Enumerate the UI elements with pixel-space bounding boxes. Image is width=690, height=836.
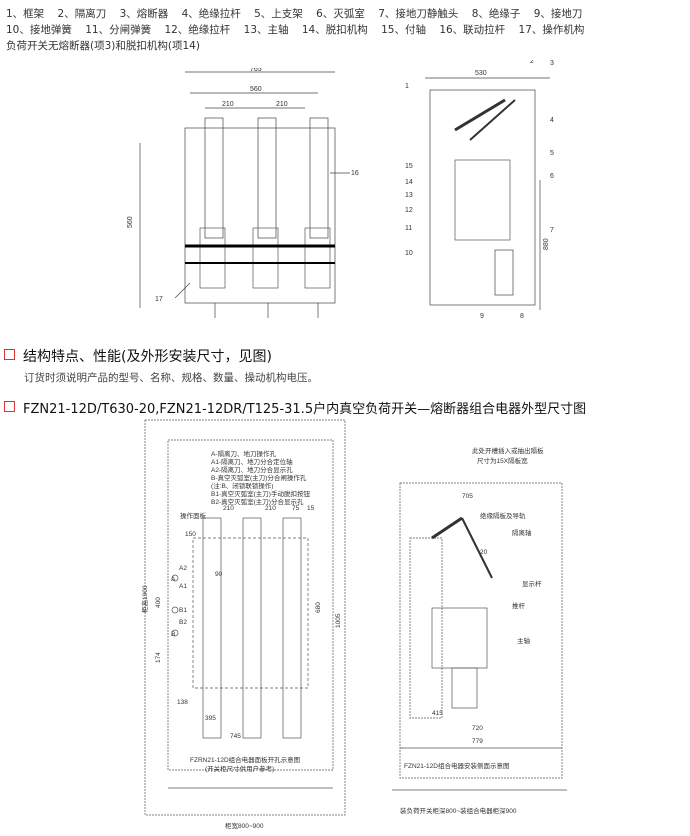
label-isolating-shaft: 隔离轴 [512, 528, 532, 537]
dim-745: 745 [230, 733, 241, 740]
legend-item: 2、隔离刀 [57, 8, 107, 20]
legend-item: 5、上支架 [254, 8, 303, 20]
dim-400: 400 [155, 597, 162, 608]
mark-B1: B1 [179, 607, 187, 614]
slot-note-2: 尺寸为15X隔板宽 [477, 456, 528, 465]
mark-A1: A1 [179, 583, 187, 590]
callout: 13 [405, 192, 413, 199]
dim-705: 705 [462, 493, 473, 500]
dim-1005: 1005 [335, 613, 342, 628]
dim-720: 720 [472, 725, 483, 732]
dim-150: 150 [185, 531, 196, 538]
callout: 4 [550, 117, 554, 124]
dim-560: 560 [250, 86, 262, 93]
legend-item: 1、框架 [6, 8, 45, 20]
callout: 1 [405, 83, 409, 90]
dim-174: 174 [155, 652, 162, 663]
hole-note: (注:B、闭锁联锁操作) [211, 481, 273, 490]
dim-395: 395 [205, 715, 216, 722]
panel-caption-2: (开关柜尺寸供用户参考) [205, 764, 274, 773]
legend-item: 12、绝缘拉杆 [164, 24, 231, 36]
callout-17: 17 [155, 296, 163, 303]
legend-item: 负荷开关无熔断器(项3)和脱扣机构(项14) [6, 40, 200, 52]
label-insulating-plate: 绝缘隔板及导轨 [480, 511, 526, 520]
mark-B: B [171, 631, 175, 638]
front-view-drawing: 765 560 210 210 560 16 17 [127, 68, 359, 318]
section-heading-dimensions: FZN21-12D/T630-20,FZN21-12DR/T125-31.5户内… [4, 398, 586, 417]
hole-note: B1-真空灭弧室(主刀)手动脱扣按钮 [211, 489, 310, 498]
callout: 12 [405, 207, 413, 214]
dim-210-a: 210 [223, 505, 234, 512]
hole-note: A-隔离刀、地刀操作孔 [211, 449, 277, 458]
dim-765: 765 [250, 68, 262, 73]
legend-item: 4、绝缘拉杆 [181, 8, 241, 20]
legend-item: 10、接地弹簧 [6, 24, 72, 36]
section-heading-structure: 结构特点、性能(及外形安装尺寸，见图) [4, 346, 272, 366]
legend-item: 11、分闸弹簧 [85, 24, 152, 36]
install-side-drawing: 此处开槽插入或抽出隔板 尺寸为15X隔板宽 705 绝缘隔板及导轨 隔离轴 20… [392, 446, 567, 815]
mark-B2: B2 [179, 619, 187, 626]
callout: 8 [520, 313, 524, 320]
legend-item: 13、主轴 [243, 24, 289, 36]
callout: 9 [480, 313, 484, 320]
callout: 14 [405, 179, 413, 186]
dim-138: 138 [177, 699, 188, 706]
dim-15: 15 [307, 505, 315, 512]
mark-A2: A2 [179, 565, 187, 572]
legend-item: 6、灭弧室 [316, 8, 365, 20]
cabinet-height: 柜高1900 [140, 585, 149, 613]
dim-779: 779 [472, 738, 483, 745]
dim-680: 680 [315, 602, 322, 613]
section-marker-icon [4, 349, 15, 360]
dim-75: 75 [292, 505, 300, 512]
dim-20: 20 [480, 549, 488, 556]
callout: 7 [550, 227, 554, 234]
mark-A: A [171, 576, 176, 583]
dim-210-b: 210 [265, 505, 276, 512]
label-main-shaft: 主轴 [517, 636, 531, 645]
panel-opening-drawing: A-隔离刀、地刀操作孔 A1-隔离刀、地刀分合定位轴 A2-隔离刀、地刀分合显示… [140, 419, 346, 830]
legend-item: 17、操作机构 [518, 24, 585, 36]
section-marker-icon [4, 401, 15, 412]
label-push-rod: 推杆 [512, 601, 526, 610]
cabinet-width: 柜宽800~900 [225, 821, 264, 830]
callout: 3 [550, 60, 554, 67]
hole-note: A2-隔离刀、地刀分合显示孔 [211, 465, 293, 474]
callout: 6 [550, 173, 554, 180]
cabinet-depth: 装负荷开关柜深800~装组合电器柜深900 [400, 806, 517, 815]
callout: 15 [405, 163, 413, 170]
hole-note: B2-真空灭弧室(主刀)分合显示孔 [211, 497, 304, 506]
callout: 11 [405, 225, 412, 232]
order-note: 订货时须说明产品的型号、名称、规格、数量、操动机构电压。 [24, 372, 318, 384]
legend-item: 16、联动拉杆 [439, 24, 506, 36]
legend-item: 15、付轴 [381, 24, 426, 36]
hole-note: A1-隔离刀、地刀分合定位轴 [211, 457, 293, 466]
side-view-drawing: 530 880 1 2 3 4 5 6 7 8 9 10 11 12 13 14… [405, 60, 554, 320]
slot-note: 此处开槽插入或抽出隔板 [472, 446, 544, 455]
callout: 10 [405, 250, 413, 257]
dim-560-h: 560 [127, 216, 134, 228]
dim-880: 880 [543, 238, 550, 250]
label-indicator-rod: 显示杆 [522, 579, 542, 588]
dim-415: 415 [432, 710, 443, 717]
dim-210-b: 210 [276, 101, 288, 108]
legend-item: 7、接地刀静触头 [378, 8, 459, 20]
panel-label: 操作面板 [180, 511, 207, 520]
install-caption: FZN21-12D组合电器安装侧面示意图 [404, 761, 509, 770]
callout: 5 [550, 150, 554, 157]
dim-530: 530 [475, 70, 487, 77]
dim-210-a: 210 [222, 101, 234, 108]
hole-note: B-真空灭弧室(主刀)分合闸操作孔 [211, 473, 307, 482]
legend-item: 8、绝缘子 [471, 8, 521, 20]
callout-16: 16 [351, 170, 359, 177]
panel-caption: FZRN21-12D组合电器面板开孔示意图 [190, 755, 300, 764]
legend-item: 14、脱扣机构 [301, 24, 368, 36]
parts-legend: 1、框架 2、隔离刀 3、熔断器 4、绝缘拉杆 5、上支架 6、灭弧室 7、接地… [6, 6, 686, 54]
dim-90: 90 [215, 571, 223, 578]
legend-item: 3、熔断器 [119, 8, 169, 20]
callout: 2 [530, 60, 534, 65]
legend-item: 9、接地刀 [533, 8, 583, 20]
